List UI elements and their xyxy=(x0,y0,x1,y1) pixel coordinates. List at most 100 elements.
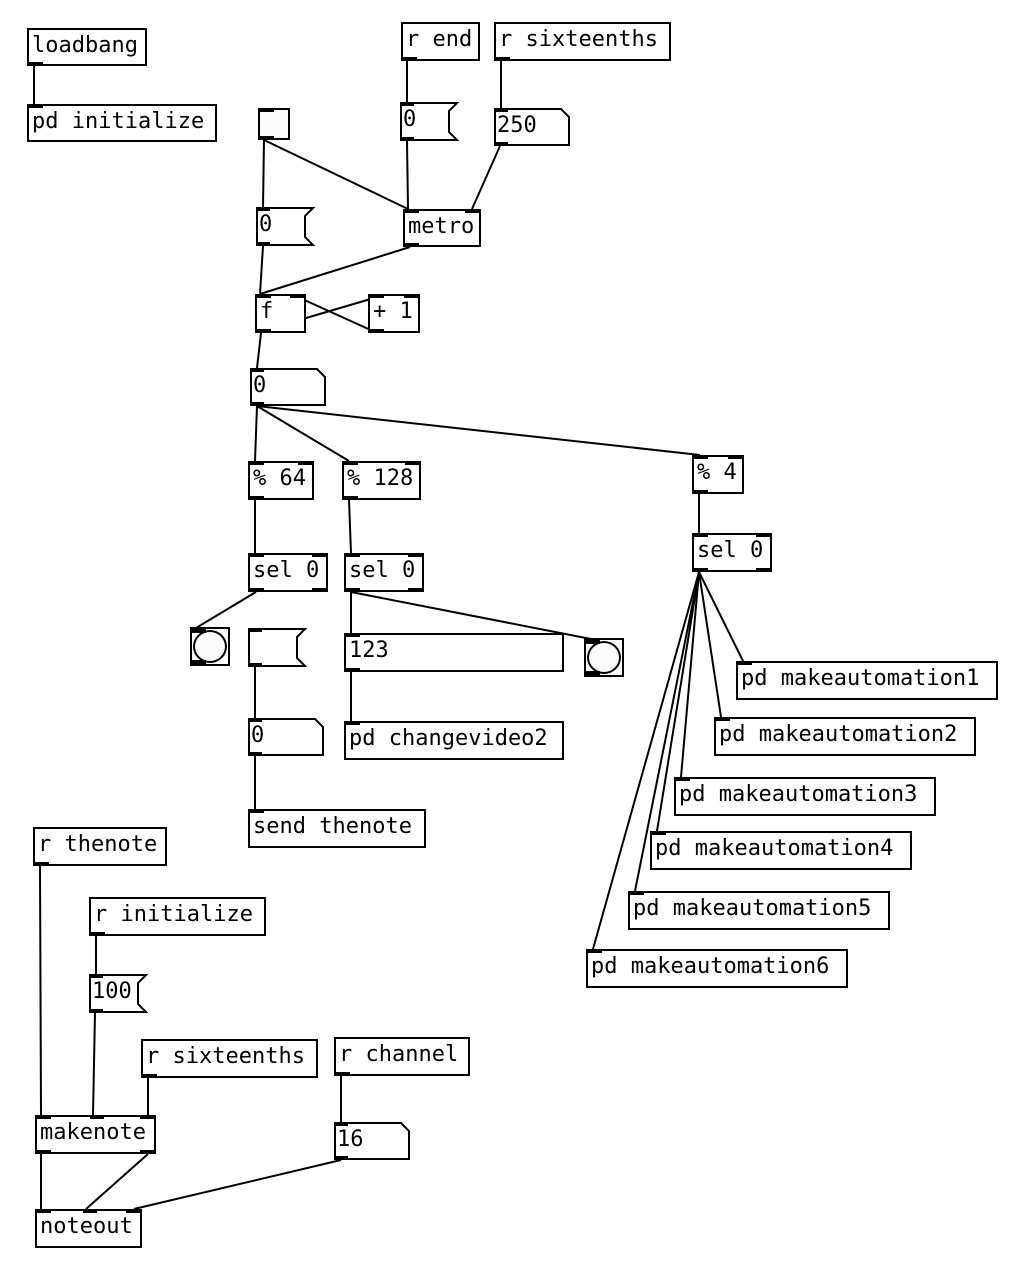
object-label: loadbang xyxy=(32,33,138,58)
plus-1-object[interactable]: + 1 xyxy=(368,294,420,333)
bang-b[interactable] xyxy=(584,638,624,677)
number-shape xyxy=(250,368,326,406)
number-value: 0 xyxy=(251,723,265,748)
patch-cord[interactable] xyxy=(85,1153,149,1210)
object-label: f xyxy=(260,299,274,324)
pd-makeautomation1-object[interactable]: pd makeautomation1 xyxy=(736,661,998,700)
message-box-0-left[interactable]: 0 xyxy=(256,207,316,246)
mod-64-object[interactable]: % 64 xyxy=(248,461,314,500)
object-label: noteout xyxy=(40,1214,133,1239)
patch-cord[interactable] xyxy=(592,571,700,950)
pd-makeautomation6-object[interactable]: pd makeautomation6 xyxy=(586,949,848,988)
patch-cord[interactable] xyxy=(256,332,262,369)
object-label: sel 0 xyxy=(349,558,416,583)
object-label: r sixteenths xyxy=(146,1044,305,1069)
message-box-123[interactable] xyxy=(248,628,308,667)
r-channel-object[interactable]: r channel xyxy=(334,1037,470,1076)
patch-cord[interactable] xyxy=(680,571,700,778)
object-label: pd changevideo2 xyxy=(349,726,548,751)
patch-cord[interactable] xyxy=(350,591,592,640)
object-label: r channel xyxy=(339,1042,459,1067)
mod-128-object[interactable]: % 128 xyxy=(342,461,421,500)
patch-cord[interactable] xyxy=(348,499,352,554)
pd-makeautomation5-object[interactable]: pd makeautomation5 xyxy=(628,891,890,930)
object-label: sel 0 xyxy=(697,538,764,563)
r-sixteenths-bottom-object[interactable]: r sixteenths xyxy=(141,1039,318,1078)
patch-cord[interactable] xyxy=(471,145,501,210)
object-label: pd makeautomation5 xyxy=(633,896,872,921)
loadbang-object[interactable]: loadbang xyxy=(27,28,147,66)
patch-cord[interactable] xyxy=(259,245,264,295)
object-label: r end xyxy=(406,27,473,52)
object-label: % 64 xyxy=(253,466,306,491)
object-label: pd makeautomation2 xyxy=(719,722,958,747)
r-sixteenths-object[interactable]: r sixteenths xyxy=(494,22,671,61)
message-box-100[interactable]: 100 xyxy=(89,974,149,1013)
pd-changevideo1-object[interactable]: 123 xyxy=(344,633,564,672)
object-label: send thenote xyxy=(253,814,412,839)
message-shape xyxy=(248,628,308,667)
patch-cord[interactable] xyxy=(92,1012,96,1116)
object-label: makenote xyxy=(40,1120,146,1145)
patch-cord[interactable] xyxy=(256,405,701,456)
patch-cord[interactable] xyxy=(262,139,265,208)
patch-cord[interactable] xyxy=(259,246,411,295)
number-value: 16 xyxy=(337,1127,364,1152)
object-label: pd makeautomation4 xyxy=(655,836,894,861)
send-thenote-object[interactable]: send thenote xyxy=(248,809,426,848)
float-object[interactable]: f xyxy=(255,294,306,333)
number-shape xyxy=(248,718,324,756)
object-label: metro xyxy=(408,214,475,239)
number-shape xyxy=(334,1122,410,1160)
object-label: pd makeautomation6 xyxy=(591,954,830,979)
makenote-object[interactable]: makenote xyxy=(35,1115,156,1154)
pd-initialize-object[interactable]: pd initialize xyxy=(27,104,217,142)
object-label: r initialize xyxy=(94,902,253,927)
object-label: pd initialize xyxy=(32,109,205,134)
toggle[interactable] xyxy=(258,108,290,140)
number-value: 0 xyxy=(253,373,267,398)
mod-4-object[interactable]: % 4 xyxy=(692,455,744,494)
patch-cord[interactable] xyxy=(254,405,258,462)
noteout-object[interactable]: noteout xyxy=(35,1209,142,1248)
object-label: + 1 xyxy=(373,299,413,324)
r-end-object[interactable]: r end xyxy=(401,22,480,61)
sel-0-object-c[interactable]: sel 0 xyxy=(692,533,772,572)
sel-0-object-b[interactable]: sel 0 xyxy=(344,553,424,592)
metro-object[interactable]: metro xyxy=(403,209,481,247)
number-value: 250 xyxy=(497,113,537,138)
pd-makeautomation4-object[interactable]: pd makeautomation4 xyxy=(650,831,912,870)
r-thenote-object[interactable]: r thenote xyxy=(33,827,167,866)
patch-cord[interactable] xyxy=(133,1159,342,1210)
sel-0-object-a[interactable]: sel 0 xyxy=(248,553,328,592)
number-box-counter[interactable]: 0 xyxy=(250,368,326,406)
message-box-0-end[interactable]: 0 xyxy=(400,102,460,141)
patch-cord[interactable] xyxy=(39,865,42,1116)
patch-cord[interactable] xyxy=(299,297,376,333)
number-box-16[interactable]: 16 xyxy=(334,1122,410,1160)
number-box-250[interactable]: 250 xyxy=(494,108,570,146)
object-label: pd makeautomation3 xyxy=(679,782,918,807)
object-label: % 128 xyxy=(347,466,414,491)
patch-cord[interactable] xyxy=(195,591,257,629)
message-label: 0 xyxy=(259,212,273,237)
patch-cord[interactable] xyxy=(634,571,700,892)
number-shape xyxy=(494,108,570,146)
object-label: pd makeautomation1 xyxy=(741,666,980,691)
pd-makeautomation3-object[interactable]: pd makeautomation3 xyxy=(674,777,936,816)
patch-cord[interactable] xyxy=(406,140,409,210)
object-label: % 4 xyxy=(697,460,737,485)
bang-a[interactable] xyxy=(190,627,230,666)
message-label: 0 xyxy=(403,107,417,132)
patch-cord[interactable] xyxy=(256,405,350,462)
object-label: r sixteenths xyxy=(499,27,658,52)
pd-makeautomation2-object[interactable]: pd makeautomation2 xyxy=(714,717,976,756)
patch-cord[interactable] xyxy=(263,139,409,210)
patch-cord[interactable] xyxy=(656,571,700,832)
r-initialize-object[interactable]: r initialize xyxy=(89,897,266,936)
patch-cord[interactable] xyxy=(698,571,722,718)
patch-cord[interactable] xyxy=(698,571,744,662)
number-box-note[interactable]: 0 xyxy=(248,718,324,756)
pd-changevideo2-object[interactable]: pd changevideo2 xyxy=(344,721,564,760)
